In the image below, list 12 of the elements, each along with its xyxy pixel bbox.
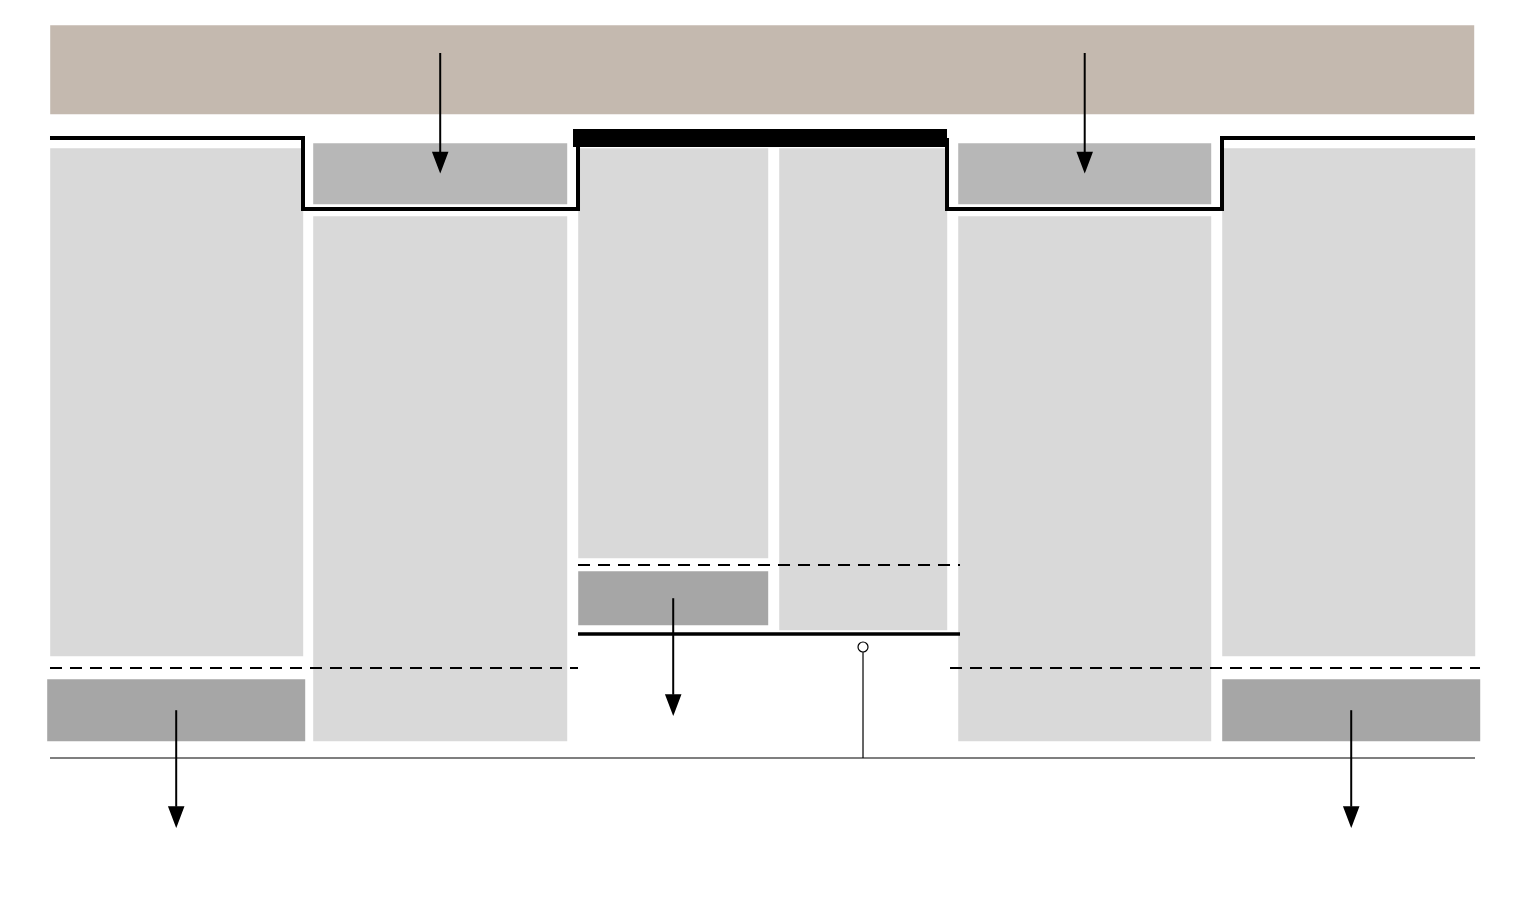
base-block [578,571,769,626]
wall-panel [50,148,304,657]
base-block [1222,679,1481,742]
wall-panel [779,148,948,631]
wall-panel [958,216,1212,742]
duct-block [958,143,1212,205]
wall-panel [1222,148,1476,657]
wall-panel [578,148,769,559]
duct-block [313,143,568,205]
wall-panel [313,216,568,742]
base-block [47,679,306,742]
ceiling-band [50,25,1475,115]
